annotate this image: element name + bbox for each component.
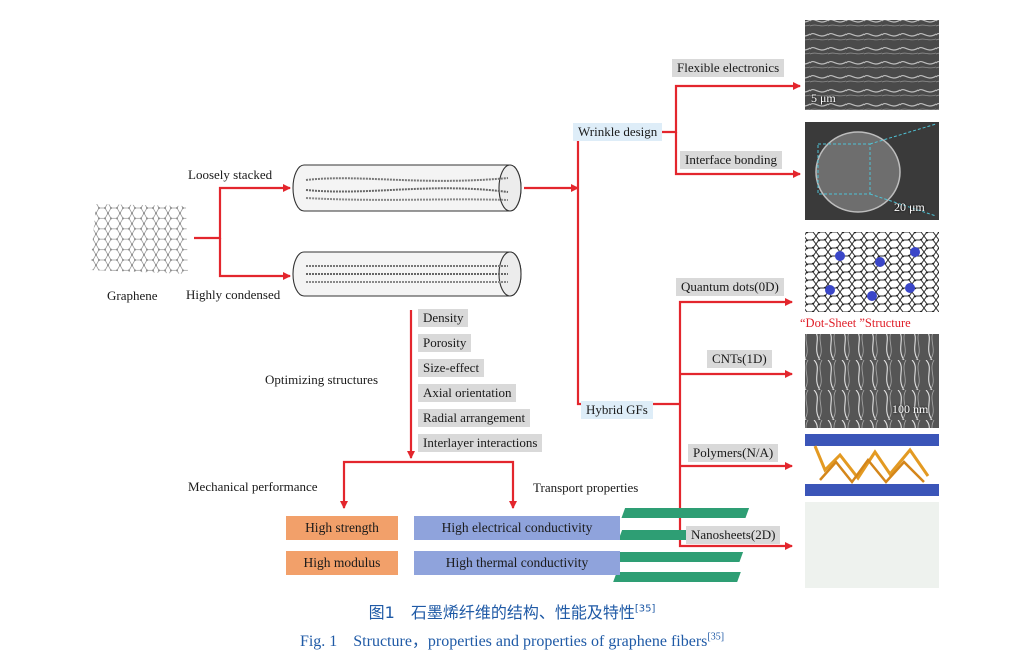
high-modulus-box: High modulus: [286, 551, 398, 575]
scale-bar-interface: 20 μm: [894, 200, 925, 214]
flexible-electronics-label: Flexible electronics: [672, 59, 785, 77]
factor-axial-orientation: Axial orientation: [418, 384, 517, 402]
wrinkle-design-label: Wrinkle design: [573, 123, 663, 141]
transport-properties-label: Transport properties: [533, 480, 639, 495]
condensed-fiber-tube: [292, 251, 522, 297]
nanosheet-model: [613, 502, 939, 588]
hybrid-cnts: CNTs(1D): [707, 350, 772, 368]
graphene-sheet: [90, 204, 188, 274]
factor-radial-arrangement: Radial arrangement: [418, 409, 531, 427]
factor-interlayer-interactions: Interlayer interactions: [418, 434, 543, 452]
factor-size-effect: Size-effect: [418, 359, 485, 377]
hybrid-quantum-dots: Quantum dots(0D): [676, 278, 784, 296]
scale-bar-flexible: 5 μm: [811, 91, 836, 105]
mechanical-performance-label: Mechanical performance: [188, 479, 318, 494]
optimizing-structures-label: Optimizing structures: [265, 372, 379, 387]
hybrid-nanosheets: Nanosheets(2D): [686, 526, 781, 544]
graphene-label: Graphene: [107, 288, 158, 303]
factor-density: Density: [418, 309, 469, 327]
loose-fiber-tube: [292, 164, 522, 212]
hybrid-gfs-label: Hybrid GFs: [581, 401, 653, 419]
hybrid-polymers: Polymers(N/A): [688, 444, 779, 462]
high-strength-box: High strength: [286, 516, 398, 540]
dot-sheet-structure-label: “Dot-Sheet ”Structure: [800, 316, 911, 330]
polymer-model: [805, 434, 939, 496]
loosely-stacked-label: Loosely stacked: [188, 167, 273, 182]
citation-en: [35]: [707, 631, 725, 643]
high-thermal-box: High thermal conductivity: [414, 551, 620, 575]
flow-arrows: [194, 82, 801, 550]
high-electrical-box: High electrical conductivity: [414, 516, 620, 540]
cnt-sem-image: [805, 334, 939, 428]
caption-chinese: 图1 石墨烯纤维的结构、性能及特性[35]: [368, 603, 656, 622]
sem-flexible-image: [805, 20, 939, 110]
highly-condensed-label: Highly condensed: [186, 287, 281, 302]
factor-porosity: Porosity: [418, 334, 472, 352]
caption-english: Fig. 1 Structure，properties and properti…: [299, 631, 725, 650]
quantum-dots: [825, 247, 920, 301]
scale-bar-cnt: 100 nm: [892, 402, 929, 416]
interface-bonding-label: Interface bonding: [680, 151, 783, 169]
citation-zh: [35]: [634, 603, 656, 615]
